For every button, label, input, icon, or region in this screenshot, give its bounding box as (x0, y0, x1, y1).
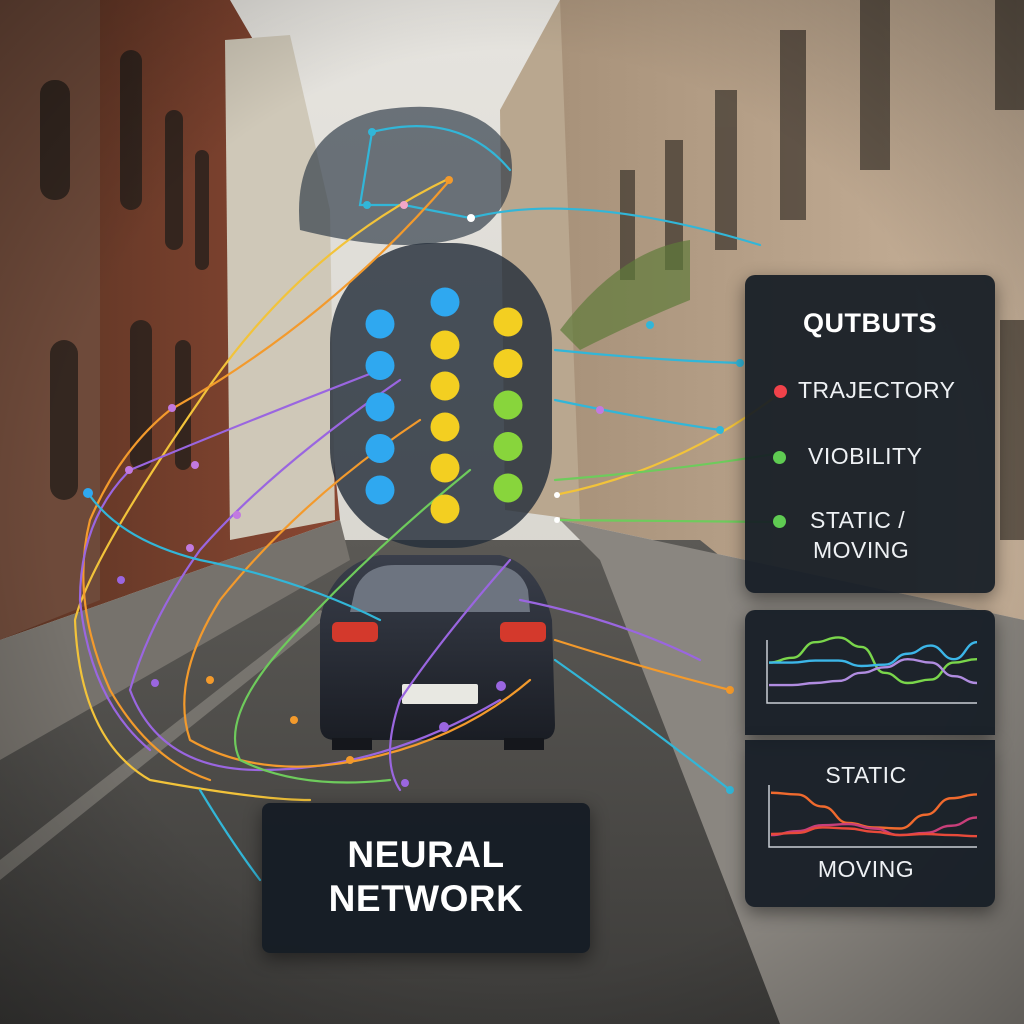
trail (388, 558, 512, 792)
network-node (430, 330, 460, 360)
network-node (493, 390, 523, 420)
trail (78, 368, 382, 752)
output-label-line2: MOVING (813, 537, 910, 563)
static-moving-chart-panel: STATIC MOVING (745, 740, 995, 907)
trail (518, 598, 702, 662)
chart-series-line (768, 636, 978, 685)
title-line-2: NETWORK (328, 878, 524, 919)
chart-series-line (769, 641, 978, 668)
trail (128, 378, 502, 772)
trail-points (83, 128, 744, 794)
trail (86, 491, 382, 622)
trail (553, 638, 732, 692)
network-node (365, 434, 395, 463)
static-moving-chart (768, 785, 978, 848)
chart-label-moving: MOVING (817, 856, 915, 882)
network-node (430, 453, 460, 483)
network-node (430, 412, 460, 442)
trail-to-static (553, 518, 782, 524)
viobility-dot-icon (773, 451, 786, 464)
chart-series-line (770, 816, 978, 837)
chart-series-line (770, 791, 978, 830)
network-node (365, 309, 395, 339)
outputs-title: QUTBUTS (803, 308, 937, 338)
network-node (430, 371, 460, 401)
neural-network-title: NEURAL NETWORK (262, 833, 590, 921)
upper-blob (299, 106, 512, 246)
network-nodes (365, 287, 523, 524)
trail (553, 658, 732, 792)
trail (370, 125, 512, 172)
signal-chart (766, 636, 978, 704)
neural-network-label-panel: NEURAL NETWORK (262, 803, 590, 953)
network-node (365, 392, 395, 422)
chart-series-line (768, 657, 978, 687)
trail (553, 398, 722, 432)
signal-chart-panel (745, 610, 995, 735)
chart-axis (768, 785, 977, 848)
trail (183, 418, 532, 768)
network-node (365, 475, 395, 505)
trail (198, 788, 262, 882)
trail (82, 178, 452, 782)
network-node (493, 473, 523, 503)
network-node (493, 307, 523, 337)
output-label: TRAJECTORY (798, 377, 956, 403)
network-node (430, 494, 460, 524)
chart-series-line (770, 826, 978, 838)
static-moving-dot-icon (773, 515, 786, 528)
trail (553, 348, 742, 365)
outputs-panel: QUTBUTS TRAJECTORY VIOBILITY STATIC / MO… (745, 275, 995, 593)
network-node (493, 349, 523, 378)
network-node (365, 351, 395, 380)
network-node (493, 432, 523, 461)
trail (233, 468, 472, 784)
output-label: STATIC / (810, 507, 906, 533)
chart-axis (766, 640, 977, 704)
chart-label-static: STATIC (825, 762, 907, 788)
trajectory-dot-icon (774, 385, 787, 398)
network-node (430, 287, 460, 317)
title-line-1: NEURAL (347, 834, 505, 875)
output-label: VIOBILITY (808, 443, 923, 469)
